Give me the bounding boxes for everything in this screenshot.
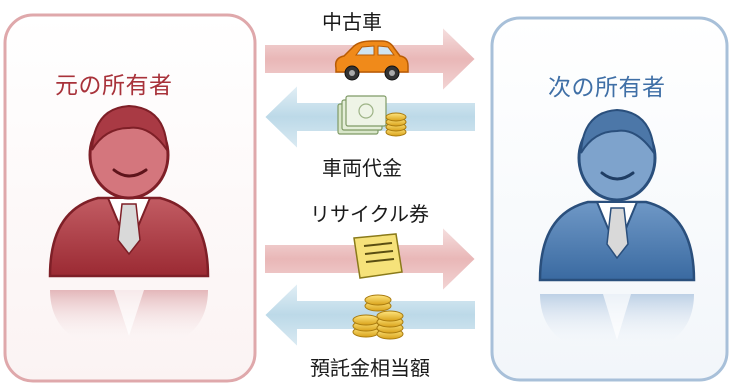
seller-person-icon <box>48 104 210 345</box>
seller-panel <box>3 13 257 383</box>
seller-title: 元の所有者 <box>55 73 173 99</box>
buyer-panel <box>490 16 729 382</box>
ticket-icon <box>353 233 403 279</box>
money-icon <box>337 95 407 137</box>
car-icon <box>334 40 409 81</box>
buyer-title: 次の所有者 <box>548 75 666 101</box>
flow-label-used-car: 中古車 <box>322 10 382 34</box>
buyer-person-icon <box>538 108 696 349</box>
flow-label-vehicle-price: 車両代金 <box>322 156 402 180</box>
coins-icon <box>352 294 404 340</box>
flow-label-deposit: 預託金相当額 <box>310 356 430 380</box>
flow-label-recycle-ticket: リサイクル券 <box>310 202 429 226</box>
